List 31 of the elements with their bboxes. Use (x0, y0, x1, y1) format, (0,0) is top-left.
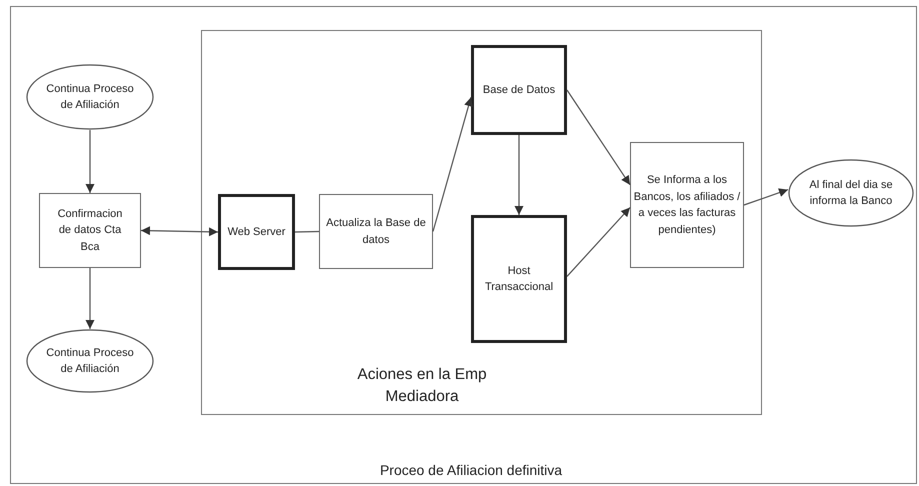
terminator-ellipse (26, 329, 154, 393)
group-frame (201, 30, 762, 415)
arrow (86, 130, 94, 193)
node-text: Host Transaccional (484, 264, 554, 295)
terminator-ellipse (788, 159, 914, 227)
arrow (566, 90, 630, 186)
node-text: Al final del dia se informa la Banco (808, 178, 894, 209)
frame-label: Proceo de Afiliacion definitiva (378, 461, 564, 480)
terminator-ellipse (26, 64, 154, 130)
process-box (39, 193, 141, 268)
node-text: Continua Proceso de Afiliación (45, 82, 135, 113)
arrow (86, 268, 94, 329)
arrow (432, 97, 473, 232)
node-text: Continua Proceso de Afiliación (45, 346, 135, 377)
node-text: Confirmacion de datos Cta Bca (56, 206, 124, 255)
outer-frame (10, 6, 917, 484)
arrow (566, 207, 630, 277)
arrow (140, 226, 218, 236)
system-box (471, 45, 567, 135)
node-text: Web Server (228, 224, 286, 240)
process-box (319, 194, 433, 269)
node-text: Actualiza la Base de datos (325, 216, 427, 248)
node-text: Base de Datos (482, 82, 556, 98)
arrow (514, 135, 524, 215)
connector-line (294, 230, 320, 233)
process-box (630, 142, 744, 268)
system-box (471, 215, 567, 343)
arrow (744, 188, 788, 206)
system-box (218, 194, 295, 270)
node-text: Se Informa a los Bancos, los afiliados / a veces las facturas pendientes) (633, 173, 741, 238)
group-label: Aciones en la Emp Mediadora (356, 365, 488, 407)
